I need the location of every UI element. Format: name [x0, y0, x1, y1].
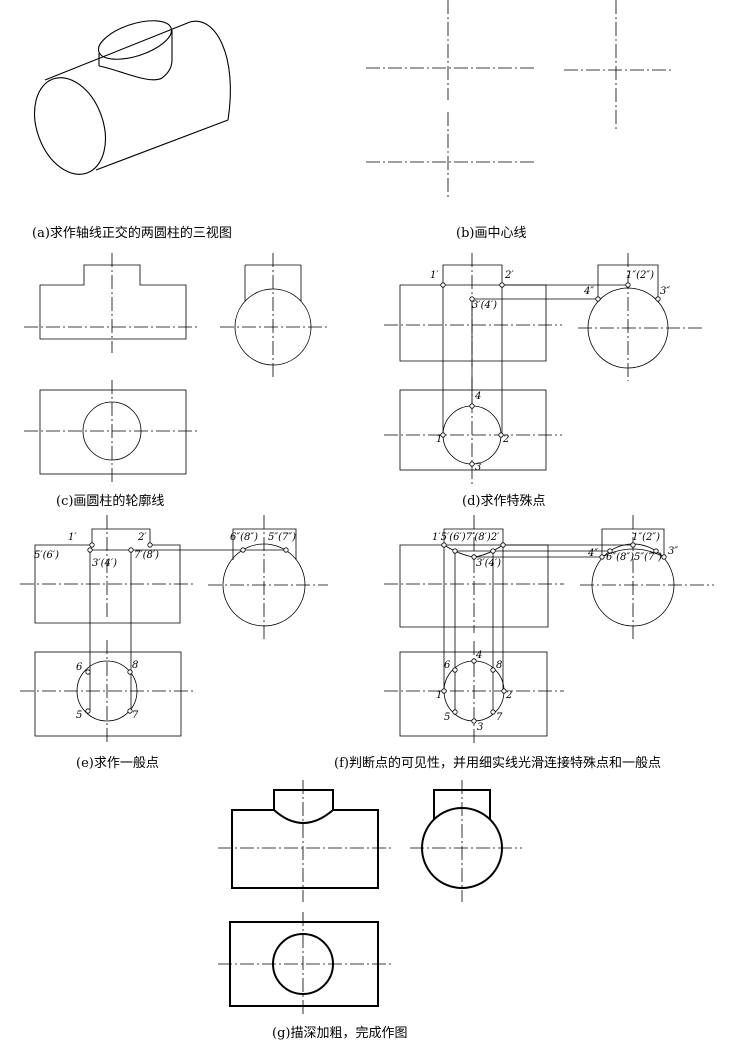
panel-g-final: [210, 780, 540, 1016]
isometric-tee-drawing: [34, 20, 231, 175]
label-3-top: 3: [477, 722, 484, 733]
label-1-2-side: 1″(2″): [626, 270, 654, 281]
label-5-7-side: 5″(7″): [268, 532, 296, 543]
caption-b: (b)画中心线: [456, 226, 527, 241]
label-1-front: 1′: [68, 532, 77, 543]
label-6-8-side: 6″(8″): [230, 532, 258, 543]
label-6-top: 6: [76, 662, 83, 673]
contours-drawing: [24, 253, 328, 485]
label-3-4-front: 3′(4′): [472, 300, 498, 311]
label-7-top: 7: [496, 712, 503, 723]
label-1-2-side: 1″(2″): [632, 532, 660, 543]
label-3-4-front: 3′(4′): [92, 558, 118, 569]
panel-a-isometric: [0, 0, 300, 240]
label-4-top: 4: [475, 391, 482, 402]
caption-f: (f)判断点的可见性，并用细实线光滑连接特殊点和一般点: [334, 756, 661, 771]
label-3-side: 3″: [668, 546, 679, 557]
label-5-top: 5: [76, 710, 83, 721]
label-1-front: 1′: [430, 270, 439, 281]
general-points-drawing: [20, 515, 328, 745]
label-8-top: 8: [496, 660, 503, 671]
label-7-8-front: 7′(8′): [134, 550, 160, 561]
visibility-drawing: [384, 515, 714, 745]
label-2-top: 2: [506, 690, 513, 701]
final-drawing: [218, 780, 522, 1016]
label-4-side: 4″: [588, 548, 599, 559]
label-5-6-front: 5′(6′): [34, 550, 60, 561]
label-1-top: 1: [436, 434, 443, 445]
label-2-top: 2: [503, 434, 510, 445]
label-top-row-front: 1′5′(6′)7′(8′)2′: [432, 532, 500, 543]
panel-e-general-points: 1′ 2′ 5′(6′) 3′(4′) 7′(8′) 6″(8″) 5″(7″)…: [0, 515, 330, 745]
caption-c: (c)画圆柱的轮廓线: [56, 494, 165, 509]
panel-c-contours: [0, 245, 330, 485]
label-3-side: 3″: [660, 286, 671, 297]
panel-b-centerlines: [360, 0, 680, 220]
label-7-top: 7: [132, 710, 139, 721]
label-3-top: 3: [475, 462, 482, 473]
panel-d-special-points: 1′ 2′ 3′(4′) 4″ 1″(2″) 3″ 4 1 2 3: [380, 245, 710, 485]
caption-d: (d)求作特殊点: [462, 494, 546, 509]
label-5-top: 5: [444, 712, 451, 723]
caption-a: (a)求作轴线正交的两圆柱的三视图: [32, 226, 232, 241]
label-4-side: 4″: [584, 286, 595, 297]
caption-g: (g)描深加粗，完成作图: [272, 1026, 408, 1041]
label-2-front: 2′: [138, 532, 147, 543]
special-points-drawing: [384, 253, 702, 485]
label-8-top: 8: [132, 660, 139, 671]
label-3-4-front: 3′(4′): [476, 558, 502, 569]
label-6-top: 6: [444, 660, 451, 671]
label-4-top: 4: [476, 650, 483, 661]
caption-e: (e)求作一般点: [76, 756, 159, 771]
label-1-top: 1: [436, 690, 443, 701]
centerlines-drawing: [366, 0, 672, 200]
label-6-8-5-7-side: 6″(8″)5″(7″): [606, 552, 662, 563]
panel-f-visibility: 1′5′(6′)7′(8′)2′ 3′(4′) 1″(2″) 4″ 6″(8″)…: [380, 515, 725, 745]
label-2-front: 2′: [505, 270, 514, 281]
